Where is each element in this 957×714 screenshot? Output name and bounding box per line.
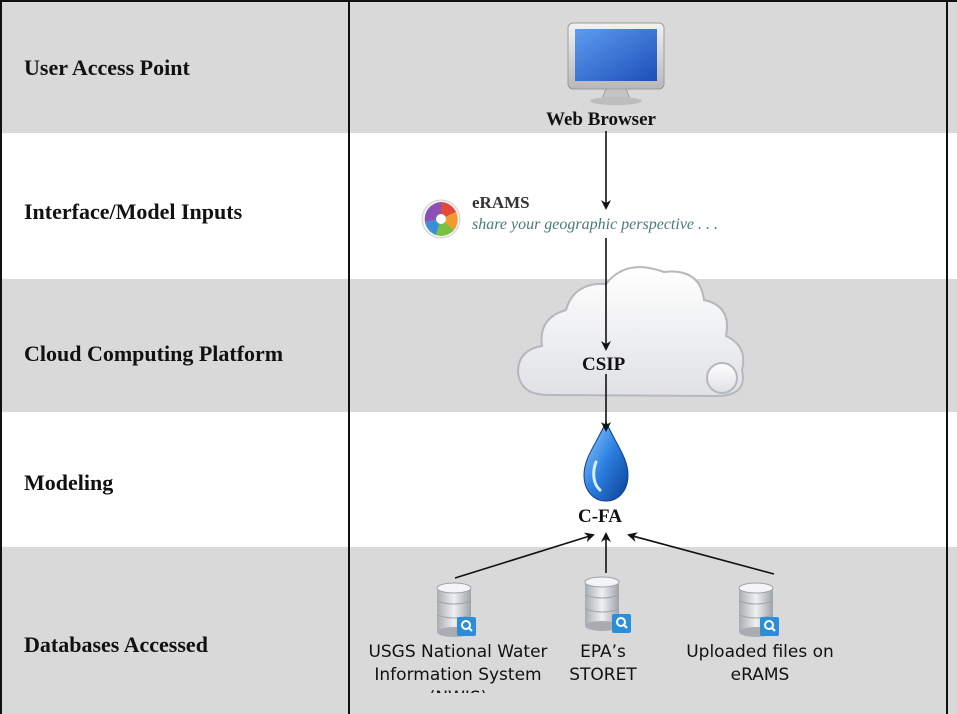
- cloud-icon: [516, 266, 745, 398]
- database-label-uploaded-line1: Uploaded files on: [686, 642, 834, 662]
- database-label-storet: EPA’s STORET: [563, 641, 643, 687]
- row-band-databases: [0, 547, 957, 714]
- database-label-storet-line1: EPA’s: [580, 642, 626, 662]
- arrow-nwis-to-cfa: [454, 532, 595, 579]
- row-band-user-access: [0, 0, 957, 133]
- row-band-cloud: [0, 279, 957, 412]
- web-browser-label: Web Browser: [546, 109, 656, 130]
- database-search-icon: [436, 582, 476, 637]
- flow-arrows: [454, 131, 775, 579]
- row-label-databases-accessed: Databases Accessed: [24, 632, 208, 657]
- database-label-nwis: USGS National Water Information System (…: [358, 641, 558, 693]
- database-label-nwis-line3: (NWIS): [358, 687, 558, 693]
- row-label-modeling: Modeling: [24, 470, 114, 495]
- row-band-interface: [0, 133, 957, 279]
- row-label-cloud-computing-platform: Cloud Computing Platform: [24, 341, 284, 366]
- database-label-nwis-line1: USGS National Water: [368, 642, 548, 662]
- erams-tagline: share your geographic perspective . . .: [472, 216, 719, 233]
- arrow-uploaded-to-cfa: [627, 532, 775, 575]
- database-label-storet-line2: STORET: [569, 665, 637, 685]
- erams-name: eRAMS: [472, 193, 530, 212]
- database-label-uploaded-line2: eRAMS: [730, 665, 790, 685]
- cfa-label: C-FA: [578, 506, 622, 527]
- row-label-user-access-point: User Access Point: [24, 55, 190, 80]
- erams-logo-icon: [421, 199, 461, 239]
- database-search-icon: [738, 582, 779, 637]
- frame-left-border: [0, 0, 2, 714]
- water-drop-icon: [583, 420, 629, 502]
- row-label-interface-model-inputs: Interface/Model Inputs: [24, 199, 243, 224]
- frame-right-border: [946, 0, 948, 714]
- frame-top-border: [0, 0, 957, 2]
- database-search-icon: [584, 576, 631, 633]
- row-band-modeling: [0, 412, 957, 547]
- database-label-uploaded: Uploaded files on eRAMS: [670, 641, 850, 687]
- database-label-nwis-line2: Information System: [374, 665, 542, 685]
- column-divider: [348, 0, 350, 714]
- monitor-icon: [567, 22, 665, 105]
- csip-label: CSIP: [582, 354, 626, 375]
